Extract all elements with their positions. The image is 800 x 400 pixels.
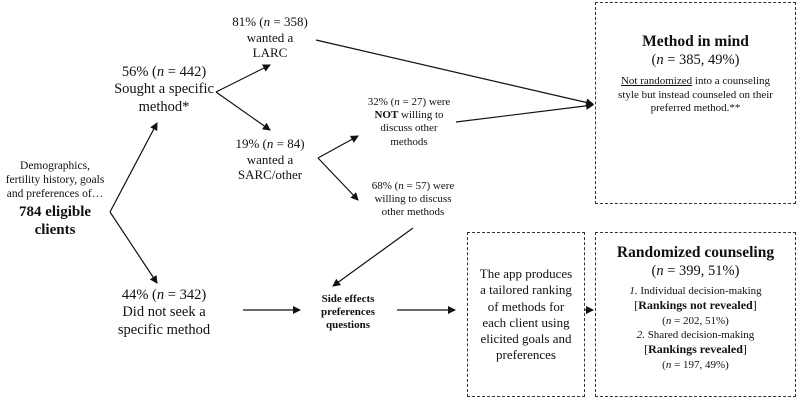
randomized-counseling-box (595, 232, 796, 397)
larc-line-2: wanted a (246, 29, 294, 45)
app-ranking-box (467, 232, 585, 397)
app-line-5: elicited goals and (480, 331, 572, 346)
arrow-willing-to-side-effects (332, 227, 414, 287)
method-in-mind-content: Method in mind (n = 385, 49%) Not random… (597, 33, 794, 116)
app-line-4: each client using (482, 314, 570, 330)
option-2-count: (n = 197, 49%) (662, 359, 729, 372)
option-1-label: 1. Individual decision-making (629, 284, 762, 297)
larc-line-3: LARC (252, 45, 288, 61)
start-line-2: fertility history, goals (5, 173, 105, 186)
method-in-mind-title: Method in mind (642, 33, 749, 50)
sarc-line-2: wanted a (246, 151, 294, 167)
method-in-mind-desc-line-2: style but instead counseled on their (618, 88, 773, 101)
option-2-rankings: [Rankings revealed] (644, 342, 747, 357)
start-line-3: and preferences of… (6, 187, 104, 200)
larc-pct: 81% (n = 358) (232, 14, 308, 29)
randomized-option-2: 2. Shared decision-making [Rankings reve… (597, 328, 794, 372)
not-willing-node: 32% (n = 27) were NOT willing to discuss… (360, 96, 458, 149)
app-line-2: a tailored ranking (480, 282, 572, 298)
not-willing-line-3: discuss other (380, 122, 438, 135)
side-effects-line-3: questions (325, 319, 371, 332)
side-effects-line-2: preferences (321, 306, 375, 319)
app-line-6: preferences (496, 347, 556, 363)
sought-line-2: Sought a specific (114, 81, 214, 98)
eligible-count: 784 eligible (18, 204, 92, 221)
randomized-counseling-content: Randomized counseling (n = 399, 51%) 1. … (597, 244, 794, 372)
randomized-title: Randomized counseling (616, 244, 775, 261)
side-effects-node: Side effects preferences questions (300, 293, 396, 333)
randomized-option-1: 1. Individual decision-making [Rankings … (597, 284, 794, 328)
method-in-mind-desc-line-1: Not randomized into a counseling (620, 74, 771, 87)
method-in-mind-description: Not randomized into a counseling style b… (597, 75, 794, 116)
not-willing-line-2: NOT willing to (374, 109, 444, 122)
method-in-mind-count: (n = 385, 49%) (651, 51, 740, 68)
not-sought-node: 44% (n = 342) Did not seek a specific me… (108, 287, 220, 339)
sarc-pct: 19% (n = 84) (235, 136, 305, 151)
not-sought-line-3: specific method (117, 321, 211, 338)
sought-line-3: method* (138, 98, 190, 115)
not-willing-line-4: methods (390, 135, 428, 148)
sought-method-node: 56% (n = 442) Sought a specific method* (108, 64, 220, 116)
arrow-sarc-to-not-willing (317, 135, 359, 159)
sarc-line-3: SARC/other (237, 167, 303, 183)
not-willing-pct: 32% (n = 27) were (367, 96, 451, 108)
willing-pct: 68% (n = 57) were (371, 180, 455, 192)
arrow-not-willing-to-method-in-mind (455, 101, 594, 123)
arrow-larc-to-method-in-mind (315, 39, 594, 107)
start-line-1: Demographics, (20, 160, 90, 172)
not-sought-line-2: Did not seek a (122, 304, 206, 321)
larc-node: 81% (n = 358) wanted a LARC (222, 14, 318, 61)
arrow-sought-to-larc (215, 64, 271, 93)
option-1-rankings: [Rankings not revealed] (634, 298, 757, 313)
sought-pct: 56% (n = 442) (121, 64, 207, 80)
not-sought-pct: 44% (n = 342) (121, 287, 207, 303)
arrow-start-to-not-sought (109, 211, 158, 284)
eligible-count-2: clients (34, 222, 76, 239)
willing-line-3: other methods (381, 206, 445, 219)
option-2-label: 2. Shared decision-making (636, 329, 755, 342)
app-line-3: of methods for (487, 298, 565, 314)
method-in-mind-desc-line-3: preferred method.** (650, 102, 741, 115)
eligible-clients-node: Demographics, fertility history, goals a… (2, 160, 108, 239)
randomized-count: (n = 399, 51%) (651, 262, 740, 279)
side-effects-line-1: Side effects (321, 293, 375, 305)
sarc-node: 19% (n = 84) wanted a SARC/other (222, 136, 318, 183)
willing-line-2: willing to discuss (374, 193, 452, 206)
arrow-sarc-to-willing (317, 157, 359, 201)
app-line-1: The app produces (479, 266, 573, 281)
method-in-mind-box (595, 2, 796, 204)
willing-node: 68% (n = 57) were willing to discuss oth… (360, 180, 466, 220)
option-1-count: (n = 202, 51%) (662, 314, 729, 327)
arrow-sought-to-sarc (215, 91, 271, 131)
arrow-start-to-sought (109, 122, 158, 213)
app-ranking-text: The app produces a tailored ranking of m… (467, 266, 585, 364)
